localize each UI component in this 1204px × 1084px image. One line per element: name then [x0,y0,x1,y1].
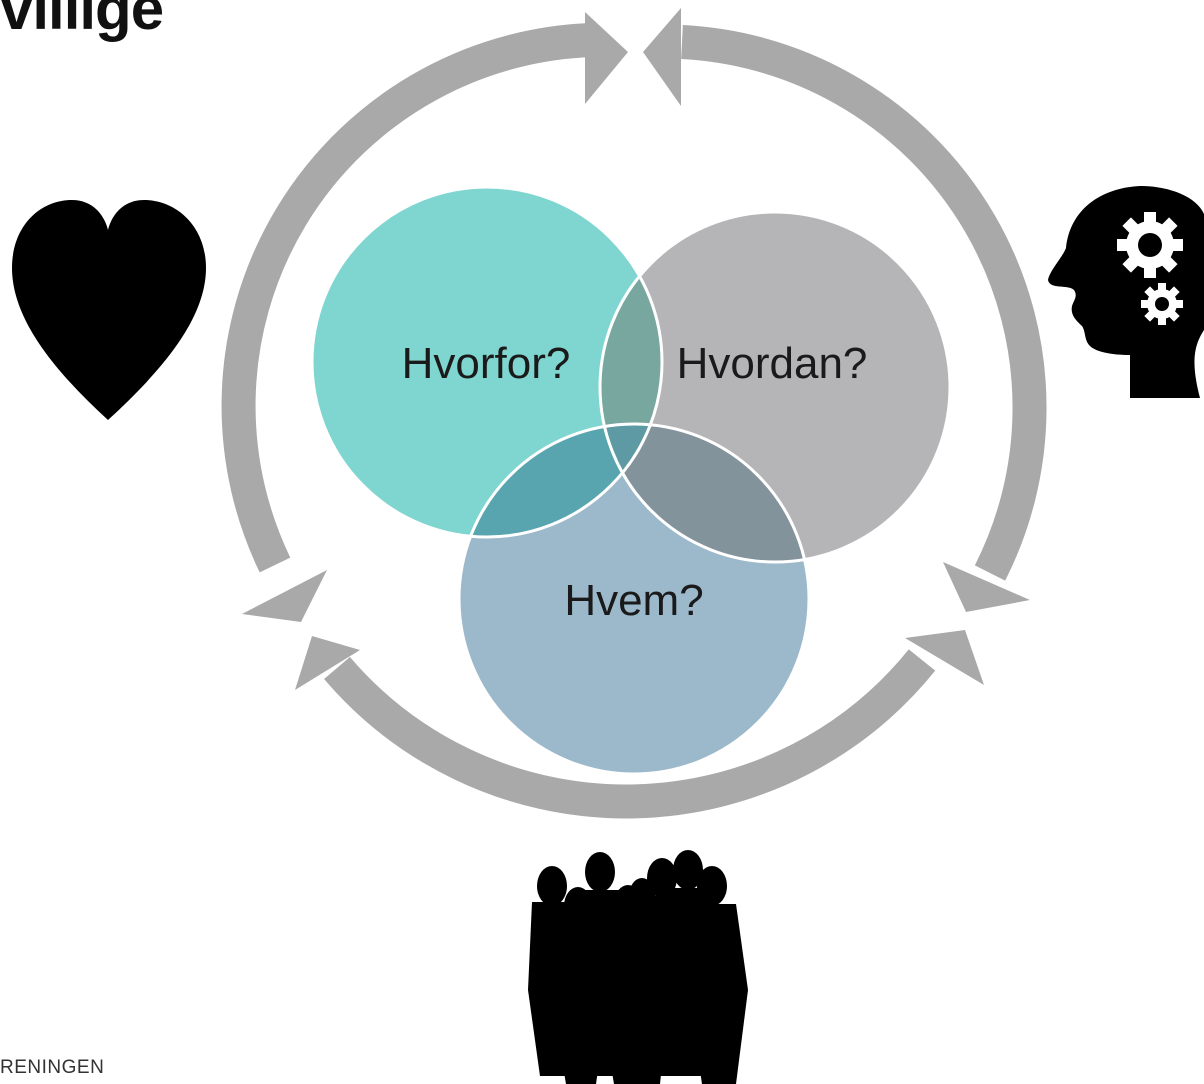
cycle-arrow-head-bottom-left [295,636,360,690]
overlap-hvorfor-hvem [459,424,662,537]
cycle-arrow-bottom [324,649,936,819]
overlap-hvordan-hvem [600,424,809,562]
circle-hvordan-outline [598,210,952,564]
cycle-arrow-top-right [681,25,1047,581]
label-hvem: Hvem? [564,576,703,625]
slide-title: villige [0,0,164,42]
venn-diagram: Hvorfor? Hvordan? Hvem? [310,185,952,776]
label-hvorfor: Hvorfor? [402,339,571,388]
circle-hvem-outline [457,422,811,776]
circle-hvorfor-outline [310,185,664,539]
head-gears-icon [1048,186,1204,398]
cycle-arrow-head-top-left [585,12,628,104]
footer-logo-text: RENINGEN [0,1057,105,1078]
cycle-arrow-top-left [221,23,593,573]
heart-icon [12,200,206,420]
cycle-arrow-head-bottom-right [905,630,984,685]
cycle-arrow-head-right [943,562,1030,612]
cycle-arrows [221,8,1047,819]
cycle-arrow-head-left [242,570,327,622]
people-group-icon [528,850,748,1084]
label-hvordan: Hvordan? [677,339,868,388]
cycle-arrow-head-top-right [643,8,681,106]
